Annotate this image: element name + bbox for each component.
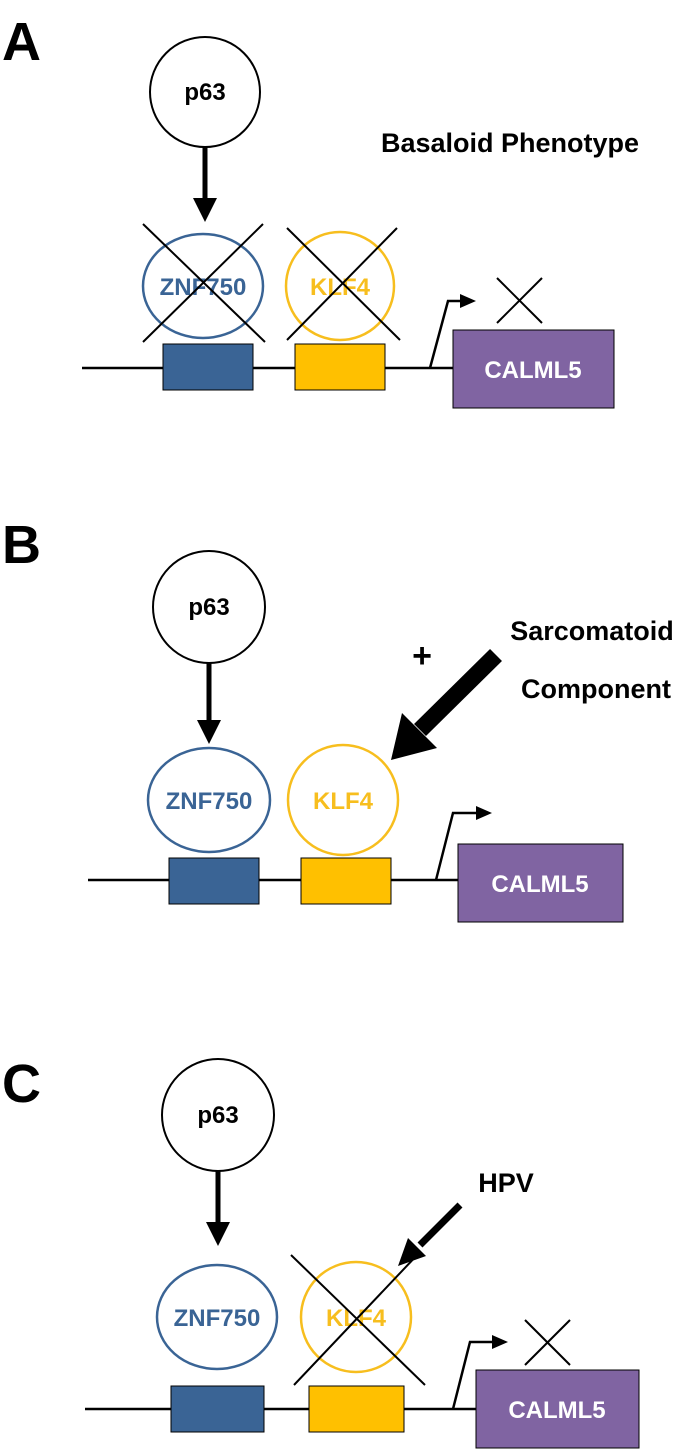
panel-c-calml5-box (475, 1369, 640, 1449)
panel-a-klf4-cross-2 (286, 227, 398, 341)
panel-c-hpv-arrow-head (398, 1238, 426, 1266)
panel-b-note-line1: Sarcomatoid (510, 616, 674, 646)
panel-c: C p63 HPV ZNF750 KLF4 CALML5 (2, 1054, 640, 1449)
panel-c-klf4-site (308, 1385, 405, 1433)
panel-b-tss-arrow-head (476, 806, 492, 820)
panel-a-klf4-site (294, 343, 386, 391)
panel-b-klf4-circle (286, 743, 400, 857)
panel-c-znf750-site (170, 1385, 265, 1433)
panel-a-klf4-label: KLF4 (310, 274, 371, 301)
panel-c-p63-arrow-head (206, 1222, 230, 1246)
panel-c-znf750-ellipse (155, 1263, 279, 1371)
panel-b-sarcomatoid-arrow-head (391, 713, 437, 760)
panel-b: B p63 + Sarcomatoid Component ZNF750 KLF… (2, 515, 674, 923)
panel-b-plus: + (412, 637, 432, 675)
panel-b-calml5-box (457, 843, 624, 923)
panel-c-znf750-label: ZNF750 (174, 1305, 261, 1332)
panel-c-letter: C (2, 1054, 41, 1114)
panel-c-calml5-label: CALML5 (508, 1397, 605, 1424)
panel-a-klf4-cross-1 (286, 227, 401, 341)
panel-c-klf4-cross-1 (290, 1254, 426, 1386)
panel-a: A p63 Basaloid Phenotype ZNF750 KLF4 CAL… (2, 12, 639, 409)
panel-b-note-line2: Component (521, 674, 671, 704)
panel-c-tss-arrow (451, 1340, 494, 1410)
panel-b-letter: B (2, 515, 41, 575)
panel-a-note: Basaloid Phenotype (381, 128, 639, 158)
panel-a-znf750-site (162, 343, 254, 391)
panel-a-p63-arrow-head (193, 198, 217, 222)
panel-a-letter: A (2, 12, 41, 72)
panel-c-tss-arrow-head (492, 1335, 508, 1349)
panel-c-note: HPV (478, 1168, 534, 1198)
panel-b-znf750-label: ZNF750 (166, 788, 253, 815)
panel-b-sarcomatoid-arrow-shaft (414, 648, 502, 737)
panel-b-klf4-label: KLF4 (313, 788, 374, 815)
panel-b-calml5-label: CALML5 (491, 871, 588, 898)
panel-a-znf750-cross-2 (142, 223, 264, 343)
panel-a-calml5-label: CALML5 (484, 357, 581, 384)
panel-b-znf750-site (168, 857, 260, 905)
panel-b-p63-label: p63 (188, 594, 229, 621)
panel-c-klf4-cross-2 (293, 1251, 421, 1386)
panel-b-tss-arrow (434, 811, 478, 881)
panel-b-klf4-site (300, 857, 392, 905)
panel-a-tss-block-2 (496, 277, 543, 324)
panel-c-tss-block-2 (524, 1319, 571, 1366)
panel-a-znf750-label: ZNF750 (160, 274, 247, 301)
panel-a-p63-label: p63 (184, 79, 225, 106)
panel-b-znf750-ellipse (146, 746, 272, 854)
panel-a-tss-arrow (428, 299, 462, 369)
panel-a-tss-arrow-head (460, 294, 476, 308)
panel-b-p63-arrow-head (197, 720, 221, 744)
panel-a-calml5-box (452, 329, 615, 409)
panel-c-p63-label: p63 (197, 1102, 238, 1129)
panel-c-hpv-arrow-shaft (417, 1202, 463, 1248)
